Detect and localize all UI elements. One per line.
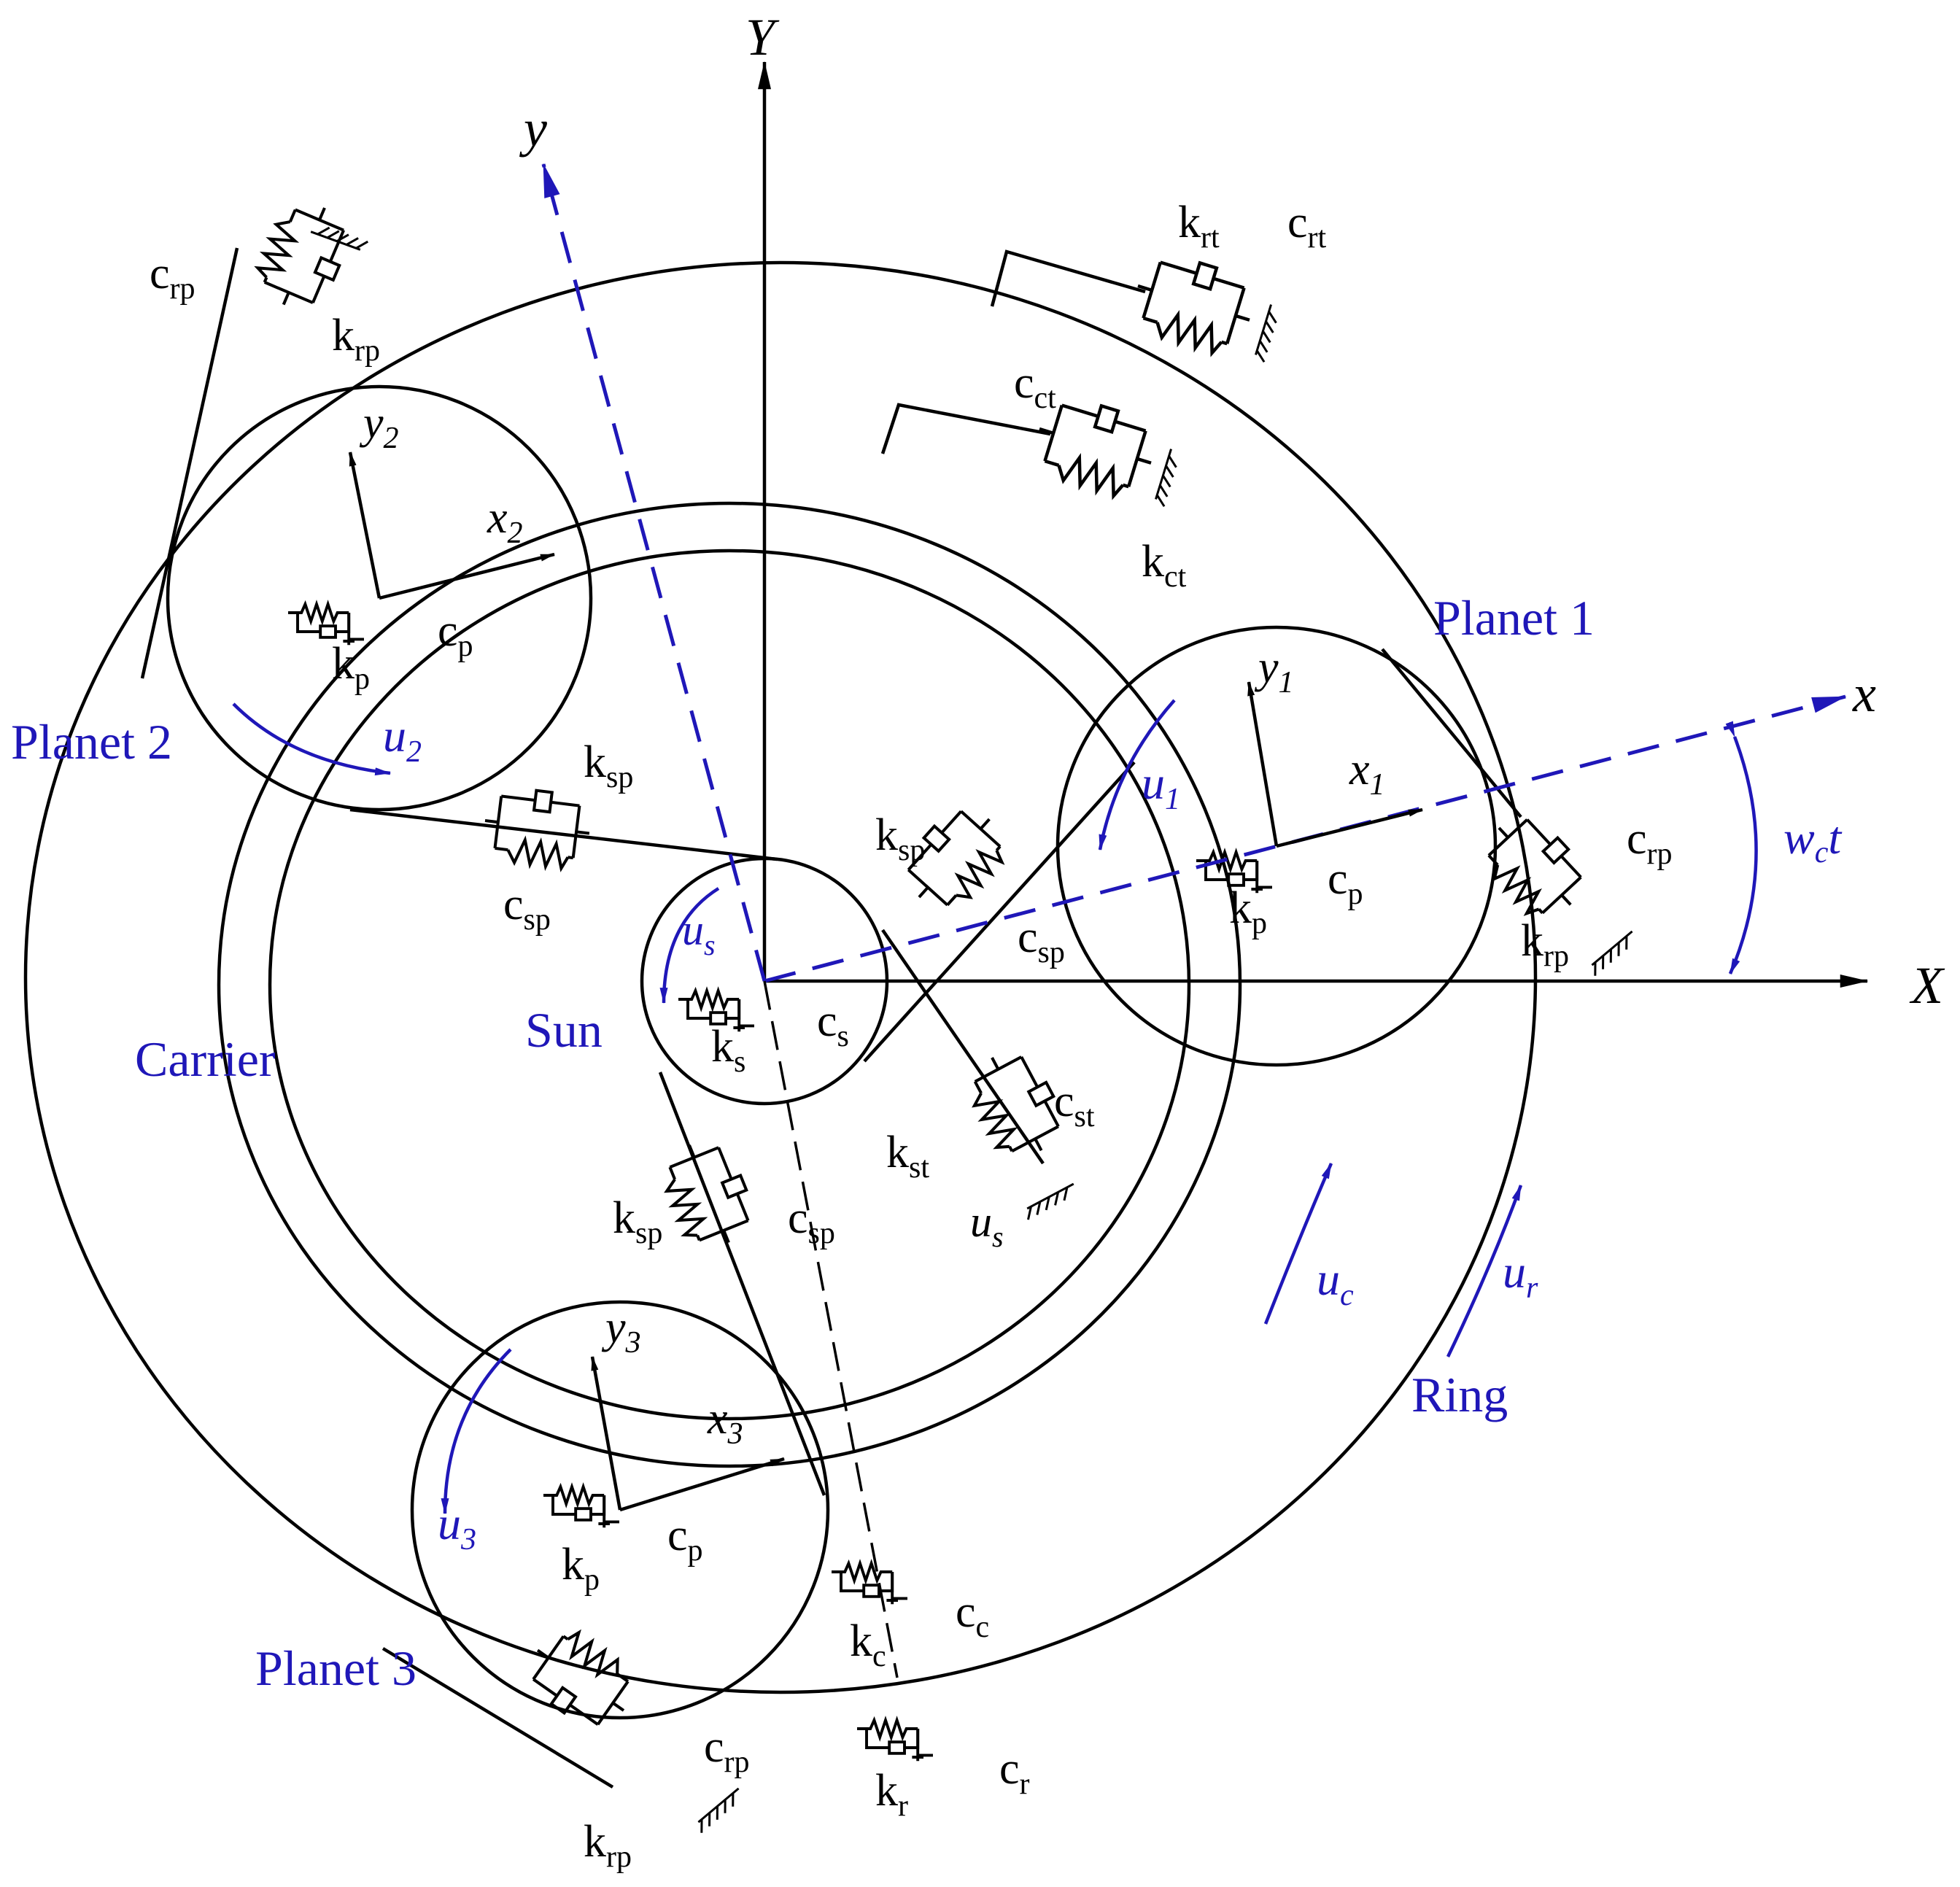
us-label: us: [682, 906, 716, 961]
c-rp-label-p2: crp: [150, 249, 195, 306]
k-p-label-p3: kp: [562, 1540, 600, 1597]
u3-label: u3: [438, 1497, 476, 1557]
k-rp-label-p1: krp: [1521, 916, 1569, 973]
planet-3-gear: [410, 1300, 830, 1720]
k-sp-label-p2: ksp: [584, 737, 633, 794]
c-p-label-p2: cp: [438, 606, 473, 663]
k-r-label: kr: [875, 1766, 908, 1823]
c-sp-label-p3: csp: [788, 1193, 835, 1250]
us-support-label: us: [970, 1198, 1004, 1253]
p2-x-label: x2: [487, 493, 523, 550]
global-axes: [758, 61, 1869, 988]
c-sp-label-p1: csp: [1018, 912, 1065, 969]
planet-2-gear: [166, 384, 593, 812]
k-rp-label-p2: krp: [332, 311, 380, 368]
planet-3-label: Planet 3: [255, 1640, 417, 1696]
p3-x-label: x3: [707, 1394, 743, 1451]
k-rt-label: krt: [1178, 198, 1220, 255]
ur-label: ur: [1503, 1246, 1538, 1305]
u1-label: u1: [1142, 757, 1180, 816]
planet-2-label: Planet 2: [11, 714, 172, 770]
k-sp-label-p3: ksp: [613, 1193, 662, 1250]
k-p-label-p1: kp: [1229, 883, 1267, 940]
c-sp-label-p2: csp: [503, 880, 551, 937]
p1-y-label: y1: [1254, 643, 1294, 700]
sun-label: Sun: [525, 1002, 603, 1058]
c-rt-label: crt: [1287, 198, 1327, 255]
c-c-label: cc: [956, 1587, 989, 1644]
carrier-angle-label: wct: [1783, 812, 1843, 869]
carrier-outer: [217, 501, 1242, 1468]
global-y-label: Y: [745, 8, 780, 66]
c-s-label: cs: [817, 996, 849, 1053]
c-rp-label-p1: crp: [1627, 814, 1673, 871]
rotating-x-label: x: [1852, 664, 1876, 723]
rotating-y-label: y: [519, 99, 547, 158]
global-x-label: X: [1909, 956, 1945, 1015]
p2-y-label: y2: [359, 398, 399, 455]
k-st-label: kst: [886, 1128, 929, 1185]
c-p-label-p3: cp: [667, 1511, 703, 1568]
ring-label: Ring: [1411, 1367, 1508, 1422]
displacement-arrows: [232, 699, 1523, 1515]
stiffness-damping-labels: krt crt cct kct crp krp crp krp crp krp …: [150, 198, 1673, 1874]
carrier-angle-arc: [1725, 721, 1758, 975]
k-p-label-p2: kp: [332, 639, 370, 696]
k-s-label: ks: [711, 1022, 745, 1079]
c-r-label: cr: [999, 1744, 1030, 1801]
carrier-label: Carrier: [135, 1031, 276, 1087]
planet-local-axes: [348, 452, 1423, 1512]
component-labels: Planet 1 Planet 2 Planet 3 Sun Carrier R…: [11, 590, 1595, 1696]
planet-1-label: Planet 1: [1433, 590, 1595, 646]
ring-planet-springs: [249, 193, 1641, 1834]
k-rp-label-p3: krp: [584, 1817, 632, 1874]
p3-y-label: y3: [601, 1303, 641, 1360]
axis-labels: X Y x y wct: [519, 8, 1945, 1015]
planet-axis-labels: x1 y1 x2 y2 x3 y3: [359, 398, 1385, 1451]
c-ct-label: cct: [1014, 358, 1056, 415]
carrier-torsional-support: [880, 390, 1182, 508]
p1-x-label: x1: [1349, 745, 1385, 802]
c-st-label: cst: [1054, 1077, 1095, 1134]
u2-label: u2: [383, 710, 422, 769]
k-c-label: kc: [850, 1616, 886, 1673]
k-sp-label-p1: ksp: [875, 810, 925, 867]
uc-label: uc: [1317, 1253, 1354, 1312]
sun-planet2-mesh-spring: [481, 785, 594, 871]
ring-gear: [23, 260, 1538, 1694]
c-rp-label-p3: crp: [704, 1722, 750, 1779]
k-ct-label: kct: [1142, 537, 1187, 594]
displacement-labels: u1 u2 u3 us uc ur us: [383, 710, 1538, 1557]
c-p-label-p1: cp: [1328, 854, 1363, 911]
ring-torsional-support: [990, 247, 1282, 363]
